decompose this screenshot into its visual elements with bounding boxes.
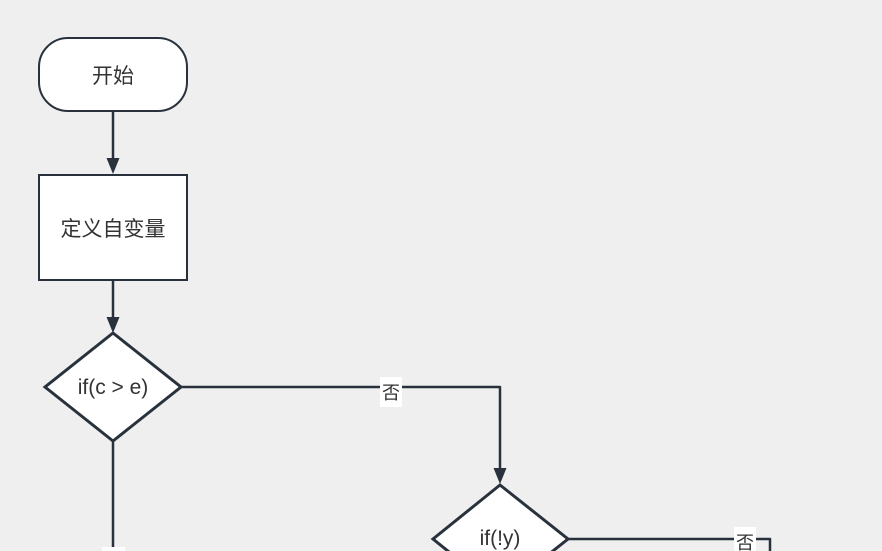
define-vars-node-label: 定义自变量 [60,217,166,241]
edge-cond1-no-to-cond2[interactable] [181,385,502,470]
start-node-label: 开始 [92,64,134,88]
start-node[interactable]: 开始 [38,37,188,112]
decision-cond-c-gt-e-label: if(c > e) [77,376,149,399]
edge-label-cond2-no[interactable]: 否 [734,527,756,551]
edge-label-cond1-no[interactable]: 否 [380,377,402,407]
edge-label-partial [102,547,125,551]
arrow-down-icon [493,468,507,484]
define-vars-node[interactable]: 定义自变量 [38,174,188,281]
decision-cond-c-gt-e[interactable] [42,331,184,443]
edge-cond2-no[interactable] [568,537,772,551]
arrow-down-icon [106,317,120,333]
decision-cond-not-y[interactable] [430,483,571,551]
arrow-down-icon [106,158,120,174]
decision-cond-not-y-label: if(!y) [479,527,521,550]
